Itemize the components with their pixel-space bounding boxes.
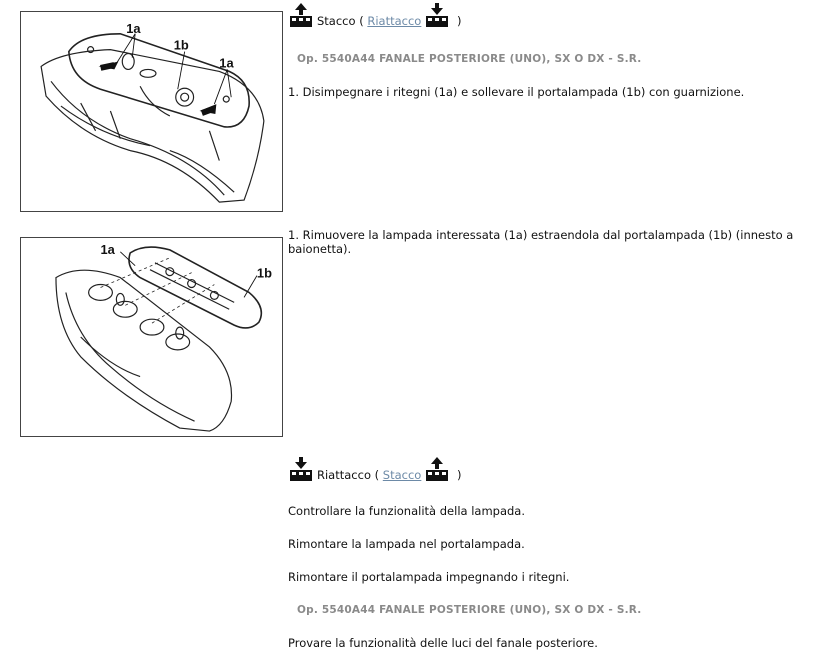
fig2-label-1b: 1b — [257, 266, 272, 281]
arrow-up-icon — [289, 2, 313, 28]
instruction-refit-holder: Rimontare il portalampada impegnando i r… — [288, 570, 570, 584]
top-nav-close-paren: ) — [457, 14, 462, 28]
final-step-text: Provare la funzionalità delle luci del f… — [288, 636, 598, 650]
stacco-link[interactable]: Stacco — [382, 468, 422, 482]
fig1-label-1a-right: 1a — [219, 55, 234, 70]
bottom-nav-open-paren: ( — [374, 468, 380, 482]
instruction-refit-lamp: Rimontare la lampada nel portalampada. — [288, 537, 525, 551]
top-nav-open-paren: ( — [359, 14, 364, 28]
arrow-down-icon — [289, 456, 313, 482]
operation-title-top: Op. 5540A44 FANALE POSTERIORE (UNO), SX … — [297, 53, 642, 65]
figure-lamp-holder-removal: 1a 1b 1a — [20, 11, 283, 212]
step-1-text: 1. Disimpegnare i ritegni (1a) e solleva… — [288, 85, 745, 99]
top-nav: Stacco ( Riattacco ) — [289, 2, 462, 28]
fig1-label-1b: 1b — [174, 38, 189, 53]
tail-light-drawing-1: 1a 1b 1a — [40, 21, 265, 203]
bottom-nav-label: Riattacco — [317, 468, 371, 482]
figure-bulb-removal: 1a 1b — [20, 237, 283, 437]
arrow-down-icon[interactable] — [425, 2, 449, 28]
instruction-check-lamp: Controllare la funzionalità della lampad… — [288, 504, 526, 518]
bottom-nav: Riattacco ( Stacco ) — [289, 456, 462, 482]
fig1-label-1a-left: 1a — [126, 21, 141, 36]
bottom-nav-close-paren: ) — [457, 468, 462, 482]
top-nav-label: Stacco — [317, 14, 356, 28]
arrow-up-icon[interactable] — [425, 456, 449, 482]
step-2-text: 1. Rimuovere la lampada interessata (1a)… — [288, 228, 794, 256]
riattacco-link[interactable]: Riattacco — [367, 14, 422, 28]
operation-title-bottom: Op. 5540A44 FANALE POSTERIORE (UNO), SX … — [297, 604, 642, 616]
fig2-label-1a: 1a — [101, 242, 116, 257]
tail-light-drawing-2: 1a 1b — [55, 242, 272, 432]
